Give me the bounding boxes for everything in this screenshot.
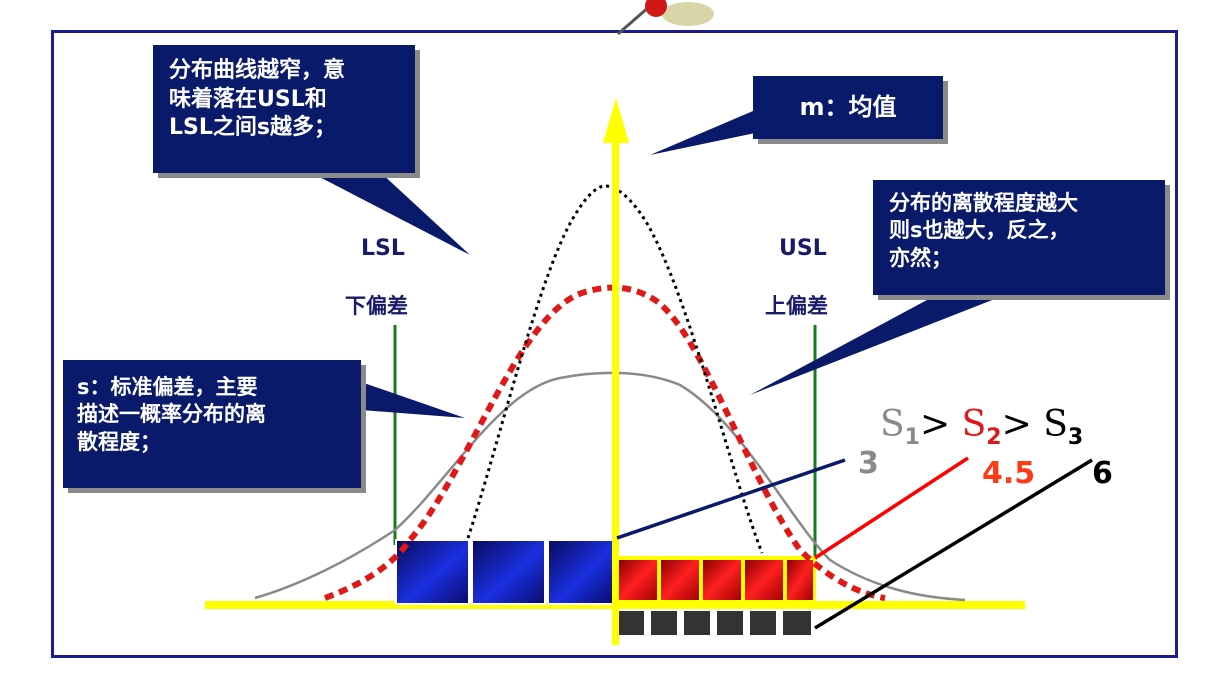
leader-line-3 <box>616 458 846 540</box>
leader-line-4-5 <box>814 456 969 560</box>
callout-right-pointer <box>750 293 1010 395</box>
pushpin-icon <box>617 0 714 36</box>
lsl-label: LSL <box>361 236 405 261</box>
callout-line: m：均值 <box>799 92 897 121</box>
leader-line-6 <box>814 458 1093 630</box>
s2-symbol: S2 <box>961 404 1002 450</box>
red-box <box>787 560 813 600</box>
value-4-5: 4.5 <box>982 456 1036 491</box>
value-6: 6 <box>1092 456 1113 491</box>
sigma-inequality: S1> S2> S3 <box>880 404 1083 450</box>
callout-line: 分布曲线越窄，意 <box>169 58 346 83</box>
callout-mean-pointer <box>650 108 760 155</box>
s3-symbol: S3 <box>1043 404 1084 450</box>
callout-line: 亦然； <box>889 245 952 270</box>
diagram-frame <box>51 30 1178 658</box>
callout-line: 分布的离散程度越大 <box>889 191 1078 215</box>
callout-narrow-curve: 分布曲线越窄，意 味着落在USL和 LSL之间s越多； <box>153 45 415 173</box>
blue-box <box>471 539 546 605</box>
callout-mean: m：均值 <box>753 76 943 139</box>
red-box <box>703 560 741 600</box>
callout-std-dev: s：标准偏差，主要 描述一概率分布的离 散程度； <box>63 360 361 488</box>
callout-line: LSL之间s越多； <box>169 115 336 141</box>
value-3: 3 <box>858 446 879 481</box>
gt-sign: > <box>919 404 951 445</box>
blue-box <box>395 539 470 605</box>
callout-left-pointer <box>361 382 465 418</box>
dark-box-row <box>618 611 811 635</box>
blue-box <box>547 539 614 605</box>
usl-sub-label: 上偏差 <box>765 293 828 318</box>
s1-symbol: S1 <box>880 404 920 450</box>
callout-line: 描述一概率分布的离 <box>77 402 266 427</box>
red-box <box>619 560 657 600</box>
red-box <box>661 560 699 600</box>
gt-sign: > <box>1001 404 1032 445</box>
callout-line: s：标准偏差，主要 <box>77 375 258 399</box>
usl-label: USL <box>779 236 827 261</box>
callout-top-pointer <box>310 172 470 255</box>
callout-dispersion: 分布的离散程度越大 则s也越大，反之， 亦然； <box>873 180 1165 295</box>
callout-line: 散程度； <box>77 429 161 454</box>
red-box <box>745 560 783 600</box>
callout-line: 则s也越大，反之， <box>889 218 1070 243</box>
callout-line: 味着落在USL和 <box>169 86 327 112</box>
mean-axis <box>612 140 619 645</box>
mean-axis-arrowhead <box>603 98 629 143</box>
lsl-sub-label: 下偏差 <box>345 293 408 318</box>
